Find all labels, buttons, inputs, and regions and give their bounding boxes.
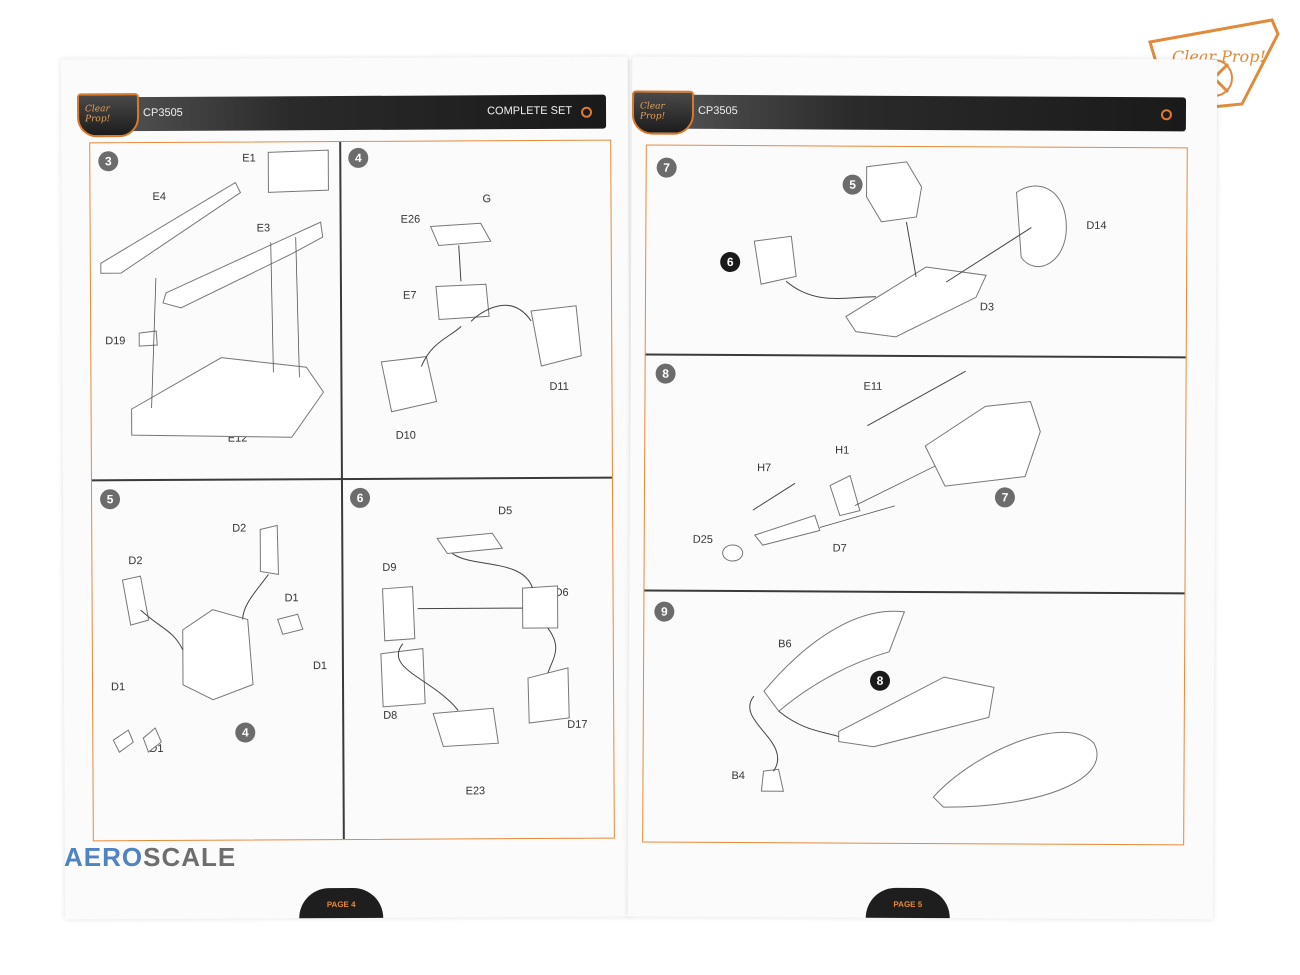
step-6-diagram <box>380 532 570 748</box>
header-logo: Clear Prop! <box>76 93 140 138</box>
header-logo: Clear Prop! <box>631 90 695 135</box>
left-page: Clear Prop! CP3505 COMPLETE SET 3 E1 E4 … <box>60 56 633 920</box>
page-number-tab: PAGE 4 <box>299 887 384 919</box>
step-9-diagram <box>749 610 1098 808</box>
header-dot-icon <box>581 106 593 118</box>
step-7-diagram <box>753 161 1067 338</box>
set-title: COMPLETE SET <box>487 104 573 118</box>
right-page: Clear Prop! CP3505 7 5 6 D14 D3 8 7 E11 … <box>627 56 1218 920</box>
step-8-diagram <box>722 370 1041 562</box>
watermark-scale: SCALE <box>143 842 237 872</box>
header-dot-icon <box>1160 109 1172 121</box>
watermark-aero: AERO <box>64 842 144 872</box>
aeroscale-watermark: AEROSCALE <box>64 842 236 873</box>
kit-code: CP3505 <box>143 106 183 120</box>
kit-code: CP3505 <box>697 104 738 118</box>
step-3-diagram <box>100 149 329 438</box>
page-header: Clear Prop! CP3505 <box>631 90 1187 135</box>
page-number-tab: PAGE 5 <box>865 887 950 919</box>
step-4-diagram <box>380 222 582 413</box>
steps-frame: 7 5 6 D14 D3 8 7 E11 H7 H1 D25 D7 <box>642 144 1188 846</box>
step-5-diagram <box>112 524 304 753</box>
page-header: Clear Prop! CP3505 COMPLETE SET <box>76 93 607 138</box>
steps-frame: 3 E1 E4 E3 D19 E12 4 G E26 E7 D11 D10 <box>89 139 615 842</box>
